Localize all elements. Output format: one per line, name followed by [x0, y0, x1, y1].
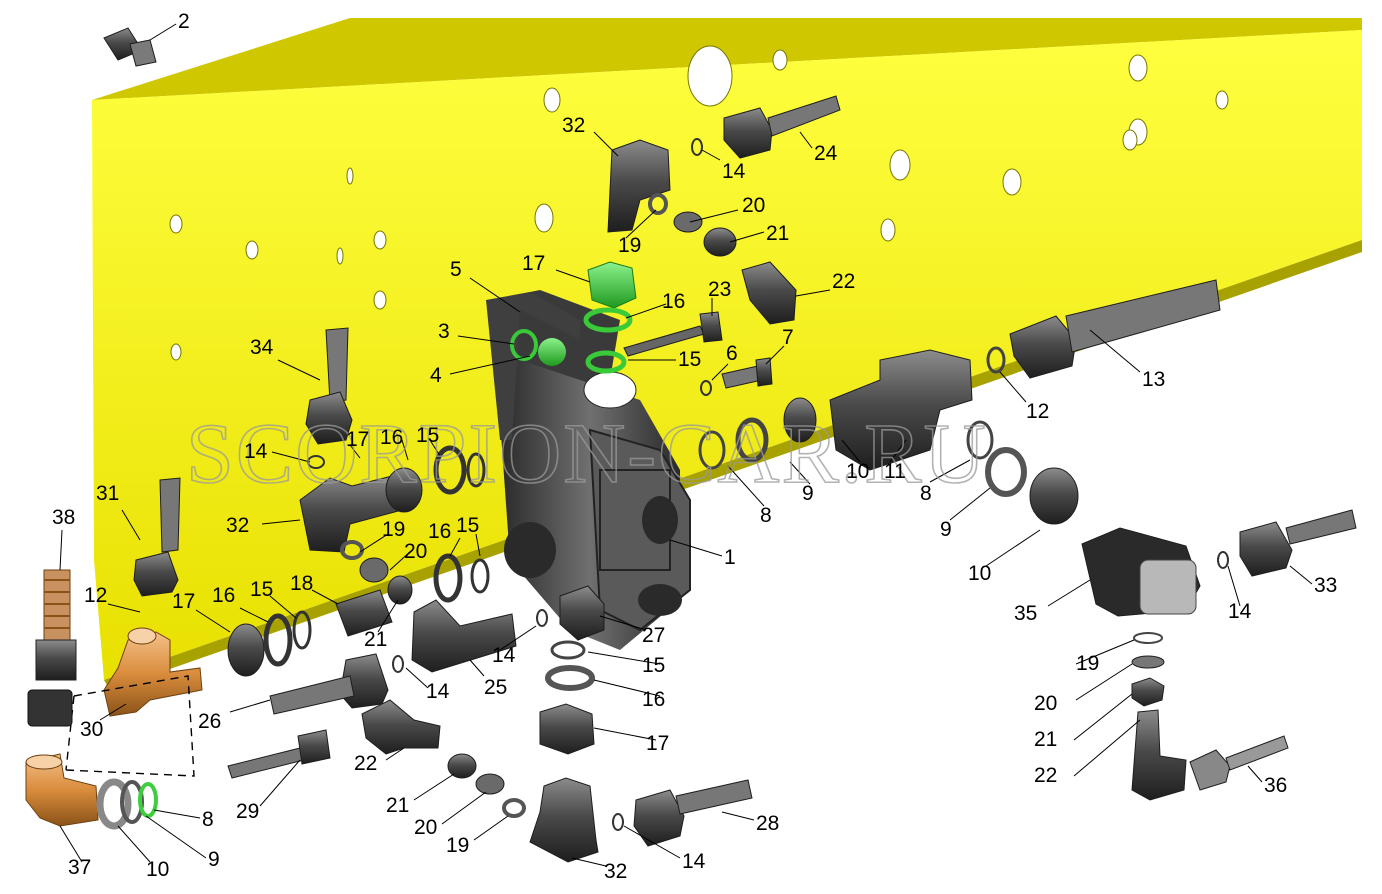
- callout: 11: [884, 460, 906, 483]
- frame-holes: [169, 45, 1229, 361]
- bracket: [486, 292, 580, 440]
- callout: 26: [198, 710, 221, 733]
- watermark: SCORPION-CAR.RU: [186, 405, 988, 501]
- callout: 5: [450, 258, 462, 281]
- callout: 34: [250, 336, 274, 359]
- callout: 8: [202, 808, 214, 831]
- callout: 19: [618, 234, 641, 257]
- callout: 28: [756, 812, 779, 835]
- callout: 9: [802, 482, 814, 505]
- callout: 17: [646, 732, 669, 755]
- callout: 24: [814, 142, 838, 165]
- callout: 16: [212, 584, 235, 607]
- green-parts: [510, 261, 637, 374]
- callout: 10: [846, 460, 869, 483]
- callout: 6: [726, 342, 738, 365]
- callout: 27: [642, 624, 665, 647]
- callout: 12: [1026, 400, 1049, 423]
- callout: 14: [244, 440, 268, 463]
- callout: 14: [426, 680, 450, 703]
- callout: 36: [1264, 774, 1287, 797]
- callout: 18: [290, 572, 313, 595]
- callout: 22: [1034, 764, 1057, 787]
- callout: 7: [782, 326, 794, 349]
- callout: 21: [386, 794, 409, 817]
- callout: 14: [1228, 600, 1252, 623]
- callout: 32: [604, 860, 627, 883]
- callout: 20: [1034, 692, 1057, 715]
- callout: 9: [208, 848, 220, 871]
- callout: 23: [708, 278, 731, 301]
- callout: 14: [492, 644, 516, 667]
- callout: 29: [236, 800, 259, 823]
- callout: 20: [742, 194, 765, 217]
- valve-block: [490, 290, 691, 650]
- brass-parts: [25, 627, 203, 830]
- callout: 10: [968, 562, 991, 585]
- callout: 14: [722, 160, 746, 183]
- grey-parts: [103, 27, 1357, 863]
- callout: 15: [250, 578, 273, 601]
- callout: 10: [146, 858, 169, 881]
- callout: 8: [920, 482, 932, 505]
- callout: 16: [642, 688, 665, 711]
- callout: 22: [354, 752, 377, 775]
- callout: 21: [364, 628, 387, 651]
- callout: 15: [642, 654, 665, 677]
- callout: 8: [760, 504, 772, 527]
- leader-lines: [59, 23, 1313, 867]
- callout: 15: [678, 348, 701, 371]
- callout: 2: [178, 10, 190, 33]
- callout: 19: [382, 518, 405, 541]
- callout: 22: [832, 270, 855, 293]
- hose-fitting: [27, 569, 77, 727]
- callout: 25: [484, 676, 507, 699]
- callout: 21: [766, 222, 789, 245]
- callout: 21: [1034, 728, 1057, 751]
- callout-labels: 2 32 14 24 20 19 21 17 22 5 16 23 3 34 7…: [52, 10, 1337, 883]
- callout: 20: [404, 540, 427, 563]
- callout: 17: [522, 252, 545, 275]
- callout: 33: [1314, 574, 1337, 597]
- callout: 13: [1142, 368, 1165, 391]
- callout: 17: [172, 590, 195, 613]
- callout: 19: [1076, 652, 1099, 675]
- callout: 31: [96, 482, 119, 505]
- callout: 17: [346, 428, 369, 451]
- callout: 32: [226, 514, 249, 537]
- callout: 12: [84, 584, 107, 607]
- callout: 16: [428, 520, 451, 543]
- callout: 38: [52, 506, 75, 529]
- callout: 15: [456, 514, 479, 537]
- callout: 35: [1014, 602, 1037, 625]
- callout: 19: [446, 834, 469, 857]
- callout: 32: [562, 114, 585, 137]
- callout: 1: [724, 546, 736, 569]
- callout: 15: [416, 424, 439, 447]
- callout: 20: [414, 816, 437, 839]
- callout: 9: [940, 518, 952, 541]
- callout: 30: [80, 718, 103, 741]
- callout: 3: [438, 320, 450, 343]
- callout: 37: [68, 856, 91, 879]
- callout: 4: [430, 364, 442, 387]
- callout: 16: [380, 426, 403, 449]
- callout: 16: [662, 290, 685, 313]
- callout: 14: [682, 850, 706, 873]
